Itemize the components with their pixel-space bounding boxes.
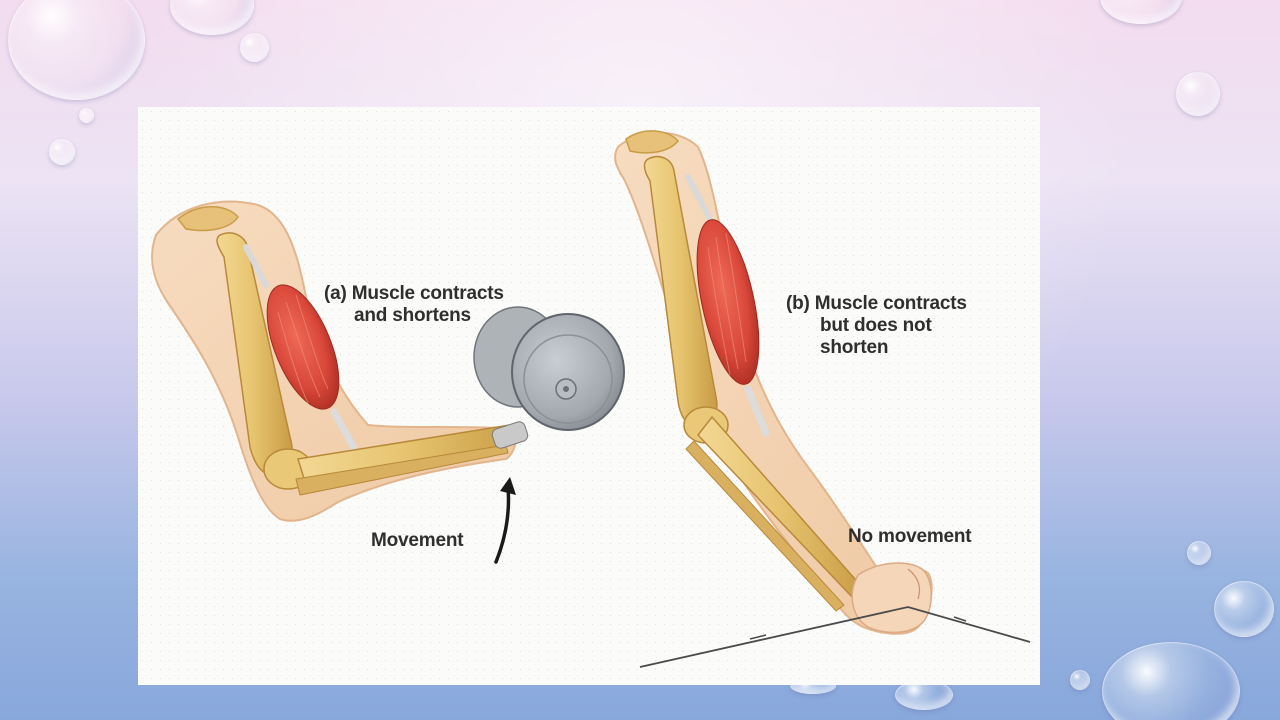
- panel-b-no-movement-label: No movement: [848, 526, 972, 547]
- water-droplet-decoration: [8, 0, 145, 100]
- muscle-contraction-figure: (a) Muscle contracts and shortens Moveme…: [138, 107, 1040, 685]
- panel-b-caption-line2: but does not: [820, 315, 932, 336]
- panel-b-arm: [614, 130, 933, 635]
- panel-a-upper-tendon: [243, 244, 269, 288]
- panel-a-muscle-fibers: [277, 294, 329, 404]
- water-droplet-decoration: [1214, 581, 1274, 637]
- water-droplet-decoration: [79, 108, 94, 123]
- water-droplet-decoration: [1176, 72, 1220, 116]
- panel-b-knuckles: [907, 568, 921, 600]
- water-droplet-decoration: [170, 0, 254, 35]
- panel-b-shoulder: [625, 130, 679, 154]
- water-droplet-decoration: [240, 33, 269, 62]
- panel-b-caption: (b) Muscle contracts but does not shorte…: [786, 293, 967, 359]
- panel-b-lower-tendon: [744, 385, 770, 437]
- movement-arrow-icon: [494, 485, 511, 564]
- dumbbell-hub-center: [563, 386, 569, 392]
- dumbbell-front-plate: [511, 313, 625, 431]
- water-droplet-decoration: [1187, 541, 1211, 565]
- water-droplet-decoration: [1100, 0, 1182, 24]
- dumbbell-plate-ring: [523, 334, 613, 424]
- panel-b-caption-line1: (b) Muscle contracts: [786, 293, 967, 314]
- panel-b-fist: [851, 562, 932, 634]
- panel-b-muscle-fibers: [707, 232, 747, 376]
- panel-a-caption: (a) Muscle contracts and shortens: [324, 283, 504, 327]
- panel-a-caption-line2: and shortens: [354, 305, 471, 326]
- water-droplet-decoration: [49, 139, 75, 165]
- panel-a-movement-label: Movement: [371, 530, 464, 551]
- muscle-contraction-illustration: [151, 130, 1031, 668]
- water-droplet-decoration: [1070, 670, 1090, 690]
- panel-a-ulna: [295, 444, 509, 496]
- panel-a-arm: [151, 200, 521, 522]
- fixed-cable-line: [639, 606, 1031, 668]
- dumbbell: [473, 306, 625, 449]
- dumbbell-handle: [491, 421, 529, 449]
- panel-b-caption-line3: shorten: [820, 337, 889, 358]
- panel-a-biceps-muscle: [266, 284, 340, 410]
- panel-b-upper-tendon: [685, 174, 713, 222]
- panel-b-ulna: [685, 440, 845, 612]
- cable-tension-marker-icon: [749, 616, 967, 640]
- water-droplet-decoration: [1102, 642, 1240, 720]
- movement-arrowhead-icon: [500, 477, 516, 495]
- panel-a-caption-line1: (a) Muscle contracts: [324, 283, 504, 304]
- panel-a-shoulder: [176, 206, 239, 232]
